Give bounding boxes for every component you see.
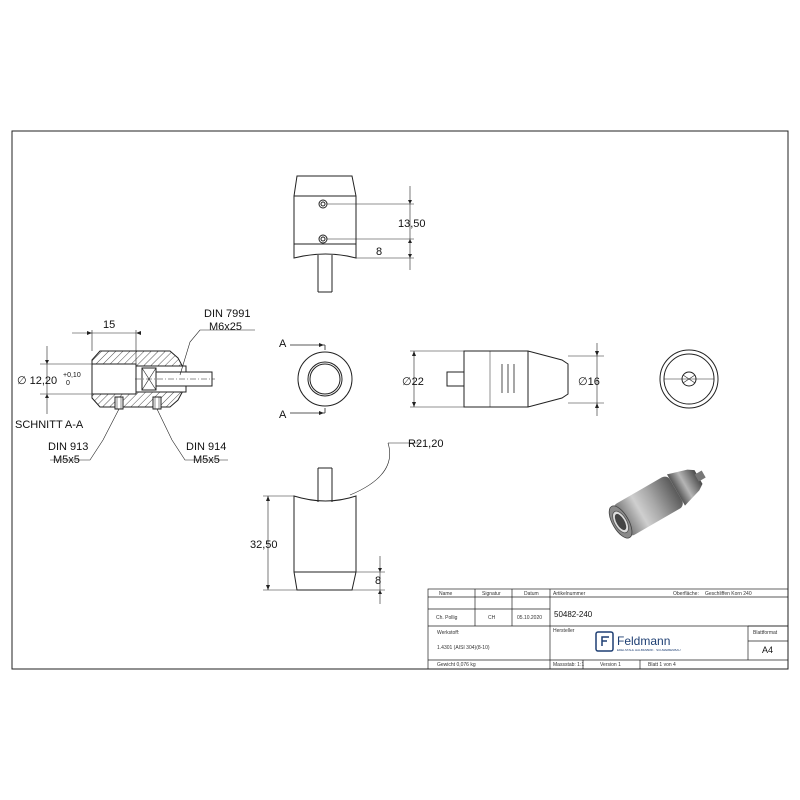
- title-block: [427, 588, 789, 670]
- tb-header-signature: Signatur: [482, 591, 501, 597]
- feldmann-logo: [595, 631, 614, 652]
- top-view: [293, 175, 414, 293]
- dim-top-edge: 8: [376, 246, 382, 258]
- dim-diameter-22: ∅22: [402, 376, 424, 388]
- left-screw-label-m5x5: M5x5: [53, 454, 80, 466]
- tb-scale: Massstab: 1:1: [553, 662, 584, 668]
- logo-subtext: EDELSTAHL HALBFABRIK · SCHWEIBENBAU: [617, 648, 681, 652]
- right-end-view: [659, 349, 719, 409]
- tb-weight: Gewicht 0,076 kg: [437, 662, 476, 668]
- tb-surface-value: Geschliffen Korn 240: [705, 591, 752, 597]
- tb-material-value: 1.4301 (AISI 304)(8-10): [437, 645, 490, 651]
- dim-radius: R21,20: [408, 438, 443, 450]
- logo-text: Feldmann: [617, 634, 670, 648]
- dim-section-length: 15: [103, 319, 115, 331]
- tb-article-number: 50482-240: [554, 610, 593, 619]
- screw-label-m6x25: M6x25: [209, 321, 242, 333]
- cut-label-a-bottom: A: [279, 409, 287, 421]
- tb-surface-label: Oberfläche:: [673, 591, 699, 597]
- tb-version: Version 1: [600, 662, 621, 668]
- screw-label-din7991: DIN 7991: [204, 308, 250, 320]
- isometric-view: [608, 469, 706, 539]
- tb-name: Ch. Pollig: [436, 615, 458, 621]
- tb-sheet-format: A4: [762, 645, 773, 655]
- dim-diameter-16: ∅16: [578, 376, 600, 388]
- tb-date: 05.10.2020: [517, 615, 542, 621]
- tb-header-date: Datum: [524, 591, 539, 597]
- end-view: [290, 343, 353, 415]
- dim-bottom-edge: 8: [375, 575, 381, 587]
- left-screw-label-din913: DIN 913: [48, 441, 88, 453]
- section-view: [40, 329, 255, 461]
- bottom-view: [263, 442, 420, 604]
- dim-hole-spacing: 13,50: [398, 218, 426, 230]
- tb-header-name: Name: [439, 591, 453, 597]
- sheet-border: [11, 130, 789, 670]
- right-screw-label-din914: DIN 914: [186, 441, 226, 453]
- section-title: SCHNITT A-A: [15, 419, 84, 431]
- dim-bore-diameter: ∅ 12,20: [17, 375, 57, 387]
- tolerance-lower: 0: [66, 380, 70, 387]
- tb-sheet-format-label: Blattformat: [753, 630, 778, 636]
- cut-label-a-top: A: [279, 338, 287, 350]
- tb-article-label: Artikelnummer: [553, 591, 586, 597]
- side-view: [410, 343, 604, 416]
- tb-signature: CH: [488, 615, 496, 621]
- tb-sheet: Blatt 1 von 4: [648, 662, 676, 668]
- dim-height: 32,50: [250, 539, 278, 551]
- tb-material-label: Werkstoff:: [437, 630, 459, 636]
- tb-manufacturer-label: Hersteller: [553, 628, 575, 634]
- tolerance-upper: +0,10: [63, 372, 81, 379]
- right-screw-label-m5x5: M5x5: [193, 454, 220, 466]
